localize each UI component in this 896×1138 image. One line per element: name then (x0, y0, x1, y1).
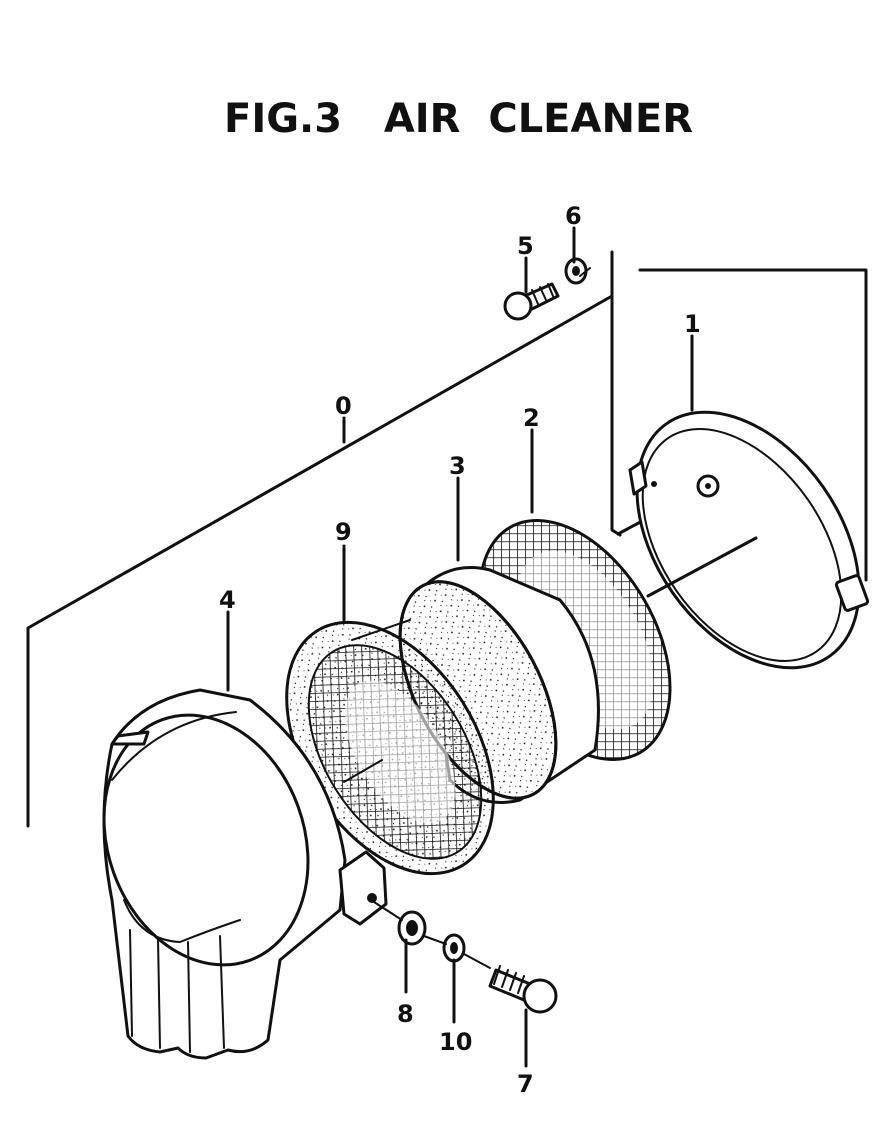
bottom-washer (397, 910, 427, 946)
callout-8: 8 (397, 1000, 414, 1028)
callout-4: 4 (219, 586, 236, 614)
axis-lines (343, 267, 591, 969)
callout-2: 2 (523, 404, 540, 432)
lock-washer (442, 933, 466, 963)
case-ring (628, 410, 870, 670)
top-bolt (503, 282, 560, 321)
leader-lines (226, 226, 694, 1068)
callout-7: 7 (517, 1070, 534, 1098)
callout-0: 0 (335, 392, 352, 420)
cover (102, 688, 388, 1060)
figure-title: FIG.3 AIR CLEANER (224, 96, 693, 142)
callout-1: 1 (684, 310, 701, 338)
bottom-bolt (488, 965, 558, 1014)
gasket (285, 620, 495, 876)
top-washer (564, 257, 588, 285)
assembly-bracket (26, 294, 614, 828)
callout-6: 6 (565, 202, 582, 230)
callout-5: 5 (517, 232, 534, 260)
callout-10: 10 (439, 1028, 472, 1056)
callout-9: 9 (335, 518, 352, 546)
callout-3: 3 (449, 452, 466, 480)
